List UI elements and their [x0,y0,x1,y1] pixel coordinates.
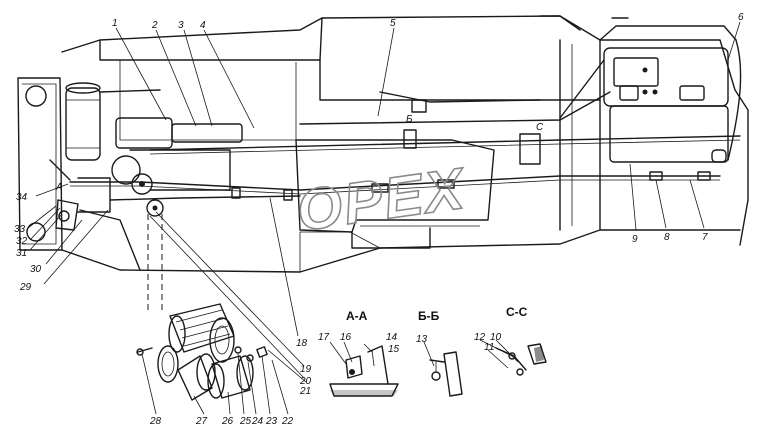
callout-4: 4 [200,20,206,31]
view-mark-c: С [536,122,544,133]
callout-31: 31 [16,248,27,259]
view-mark-a: А [55,182,63,193]
callout-24: 24 [251,416,264,427]
leader-lines [27,21,741,415]
callout-27: 27 [195,416,208,427]
callout-25: 25 [239,416,252,427]
callout-23: 23 [265,416,278,427]
section-cc-view [495,343,547,376]
callout-1: 1 [112,18,118,29]
callout-5: 5 [390,18,396,29]
callout-19: 19 [300,364,312,375]
callout-13: 13 [416,334,428,345]
callout-29: 29 [19,282,32,293]
engine-block [111,117,243,217]
callout-6: 6 [738,12,744,23]
section-bb-view [429,351,463,397]
section-aa-view [329,345,399,397]
callout-21: 21 [299,386,311,397]
callout-11: 11 [484,342,494,353]
transmission-housing [295,139,495,249]
pipelines [49,17,742,231]
section-label-aa: А-А [346,309,368,323]
battery-box [599,25,737,163]
callout-33: 33 [14,224,26,235]
callout-20: 20 [299,376,312,387]
callout-14: 14 [386,332,398,343]
section-label-cc: С-С [506,305,528,319]
callout-numbers: 1 2 3 4 5 6 7 8 9 10 11 12 13 14 15 16 1… [14,12,744,427]
callout-9: 9 [632,234,638,245]
callout-8: 8 [664,232,670,243]
section-label-bb: Б-Б [418,309,440,323]
callout-10: 10 [490,332,502,343]
callout-12: 12 [474,332,486,343]
callout-15: 15 [388,344,400,355]
callout-18: 18 [296,338,308,349]
callout-16: 16 [340,332,352,343]
callout-28: 28 [149,416,162,427]
projection-lines [147,214,163,310]
callout-2: 2 [151,20,158,31]
section-labels: А-А Б-Б С-С А Б С [55,114,544,323]
filter-exploded-view [136,303,268,401]
air-cylinder [65,82,101,161]
callout-7: 7 [702,232,708,243]
view-mark-b: Б [406,114,413,125]
callout-30: 30 [30,264,42,275]
callout-17: 17 [318,332,330,343]
watermark-logo: OPEX [293,156,471,244]
callout-26: 26 [221,416,234,427]
callout-34: 34 [16,192,28,203]
callout-3: 3 [178,20,184,31]
callout-32: 32 [16,236,28,247]
callout-22: 22 [281,416,294,427]
